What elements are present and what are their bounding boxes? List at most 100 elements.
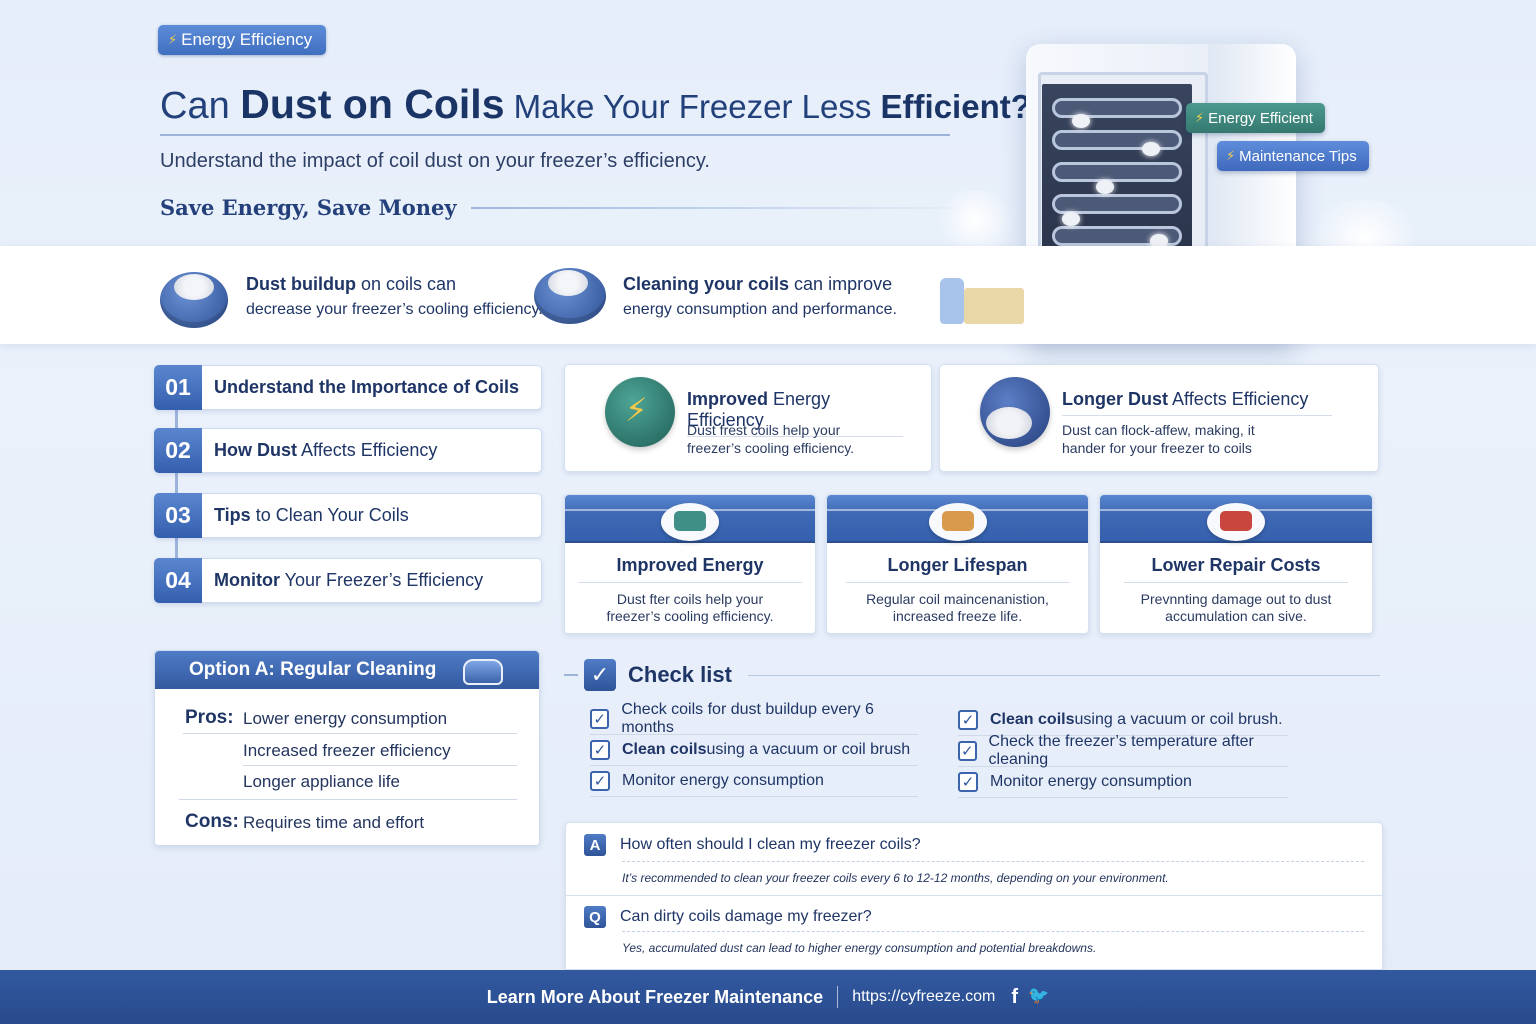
pros-item: Lower energy consumption: [243, 709, 448, 728]
lightning-icon: ⚡: [168, 32, 178, 47]
feature-line: freezer’s cooling efficiency.: [687, 440, 855, 456]
band-bold: Dust buildup: [246, 274, 356, 294]
benefit-title: Lower Repair Costs: [1124, 555, 1348, 583]
band-item: Dust buildup on coils can decrease your …: [246, 272, 543, 322]
page-subtitle: Understand the impact of coil dust on yo…: [160, 150, 710, 172]
band-bold: Cleaning your coils: [623, 274, 790, 294]
feature-description: Dust frest coils help your freezer’s coo…: [687, 421, 947, 457]
footer-cta-link[interactable]: Learn More About Freezer Maintenance: [486, 986, 824, 1007]
step-rest: Your Freezer’s Efficiency: [279, 570, 484, 590]
benefit-line: increased freeze life.: [892, 608, 1023, 624]
page-title: Can Dust on Coils Make Your Freezer Less…: [160, 78, 1031, 136]
lightning-icon: ⚡: [1226, 148, 1236, 163]
title-part: Can: [160, 85, 241, 127]
feature-card: Improved Energy Efficiency Dust frest co…: [564, 364, 932, 472]
footer-url-link[interactable]: https://cyfreeze.com: [852, 988, 996, 1005]
faq-answer: Yes, accumulated dust can lead to higher…: [622, 941, 1097, 955]
checkbox-checked[interactable]: ✓: [590, 709, 610, 729]
tagline: Save Energy, Save Money: [160, 195, 991, 220]
vacuum-icon: [661, 503, 719, 541]
maintenance-tips-chip: ⚡ Maintenance Tips: [1217, 141, 1369, 171]
step-number: 01: [154, 365, 202, 410]
benefit-card: Longer Lifespan Regular coil maincenanis…: [826, 494, 1089, 634]
feature-title: Improved Energy Efficiency: [687, 389, 903, 437]
step-label: Monitor Your Freezer’s Efficiency: [214, 570, 483, 591]
cloud-decoration: [930, 190, 1020, 250]
check-text: Check the freezer’s temperature after cl…: [988, 733, 1254, 768]
checklist-item[interactable]: ✓ Monitor energy consumption: [590, 766, 918, 797]
step-item[interactable]: 02 How Dust Affects Efficiency: [154, 428, 542, 473]
benefit-line: Dust fter coils help your: [616, 591, 764, 607]
faq-question-text: Can dirty coils damage my freezer?: [620, 908, 872, 925]
chip-label: Maintenance Tips: [1239, 147, 1357, 165]
checklist-item[interactable]: ✓ Check coils for dust buildup every 6 mo…: [590, 701, 918, 736]
step-bold: How Dust: [214, 440, 297, 460]
step-item[interactable]: 04 Monitor Your Freezer’s Efficiency: [154, 558, 542, 603]
faq-panel: A How often should I clean my freezer co…: [565, 822, 1383, 970]
benefit-card: Lower Repair Costs Prevnnting damage out…: [1099, 494, 1373, 634]
checkbox-icon: ✓: [584, 659, 616, 691]
benefit-title: Longer Lifespan: [845, 555, 1070, 583]
feature-line: Dust frest coils help your: [687, 422, 841, 438]
step-rest: to Clean Your Coils: [250, 505, 409, 525]
step-label: Understand the Importance of Coils: [214, 377, 519, 398]
benefit-description: Prevnnting damage out to dust accumulati…: [1100, 591, 1372, 625]
checklist-header: ✓ Check list: [564, 657, 1380, 693]
pros-label: Pros:: [185, 707, 234, 728]
divider: [622, 931, 1364, 932]
divider: [837, 986, 839, 1008]
step-bold: Monitor: [214, 570, 280, 590]
step-item[interactable]: 03 Tips to Clean Your Coils: [154, 493, 542, 538]
checkbox-checked[interactable]: ✓: [958, 710, 978, 730]
energy-efficient-chip: ⚡ Energy Efficient: [1186, 103, 1325, 133]
benefit-line: Prevnnting damage out to dust: [1140, 591, 1332, 607]
feature-title: Longer Dust Affects Efficiency: [1062, 389, 1332, 416]
chip-label: Energy Efficient: [1208, 109, 1313, 127]
step-number: 04: [154, 558, 202, 603]
checkbox-checked[interactable]: ✓: [958, 741, 977, 761]
checklist-item[interactable]: ✓Clean coils using a vacuum or coil brus…: [590, 735, 918, 766]
facebook-icon[interactable]: f: [1011, 985, 1019, 1008]
checkbox-checked[interactable]: ✓: [958, 772, 978, 792]
feature-bold: Longer Dust: [1062, 389, 1168, 409]
sponge-icon: [928, 503, 987, 541]
title-part: Make Your Freezer Less: [504, 88, 881, 125]
faq-question[interactable]: A How often should I clean my freezer co…: [584, 834, 921, 856]
benefit-line: Regular coil maincenanistion,: [866, 591, 1049, 607]
pros-item: Longer appliance life: [243, 772, 400, 791]
checkbox-checked[interactable]: ✓: [590, 771, 610, 791]
step-item[interactable]: 01 Understand the Importance of Coils: [154, 365, 542, 410]
checkbox-checked[interactable]: ✓: [590, 740, 610, 760]
feature-description: Dust can flock-affew, making, it hander …: [1062, 421, 1322, 457]
band-line: decrease your freezer’s cooling efficien…: [246, 301, 543, 318]
leaf-energy-icon: [605, 377, 675, 447]
checklist-item[interactable]: ✓ Monitor energy consumption: [958, 767, 1288, 798]
check-text: Check coils for dust buildup every 6 mon…: [621, 701, 874, 736]
band-item: Cleaning your coils can improve energy c…: [623, 272, 897, 322]
check-text: Monitor energy consumption: [990, 773, 1192, 790]
faq-answer: It’s recommended to clean your freezer c…: [622, 871, 1169, 885]
step-bold: Understand the Importance of Coils: [214, 377, 520, 397]
band-rest: on coils can: [355, 274, 457, 294]
check-text: Monitor energy consumption: [622, 772, 824, 789]
benefit-line: accumulation can sive.: [1165, 608, 1307, 624]
cleaning-supplies-icon: [934, 268, 1026, 326]
faq-question[interactable]: Q Can dirty coils damage my freezer?: [584, 906, 872, 928]
freezer-illustration: [1026, 44, 1296, 344]
benefit-title: Improved Energy: [578, 555, 802, 583]
divider: [179, 799, 517, 800]
checklist-item[interactable]: ✓ Check the freezer’s temperature after c…: [958, 733, 1288, 768]
dust-globe-icon: [980, 377, 1050, 447]
twitter-icon[interactable]: 🐦: [1028, 985, 1050, 1005]
category-badge: ⚡ Energy Efficiency: [158, 25, 327, 55]
option-a-title: Option A: Regular Cleaning: [189, 659, 437, 680]
faq-tag: Q: [584, 906, 606, 928]
lightning-icon: ⚡: [1195, 110, 1205, 125]
cons-label: Cons:: [185, 811, 239, 832]
divider: [243, 765, 517, 766]
checklist-item[interactable]: ✓Clean coils using a vacuum or coil brus…: [958, 705, 1288, 736]
step-number: 03: [154, 493, 202, 538]
step-connector: [175, 408, 178, 560]
cleaning-brush-icon: [534, 268, 606, 324]
checklist-left-column: ✓ Check coils for dust buildup every 6 mo…: [590, 701, 918, 797]
